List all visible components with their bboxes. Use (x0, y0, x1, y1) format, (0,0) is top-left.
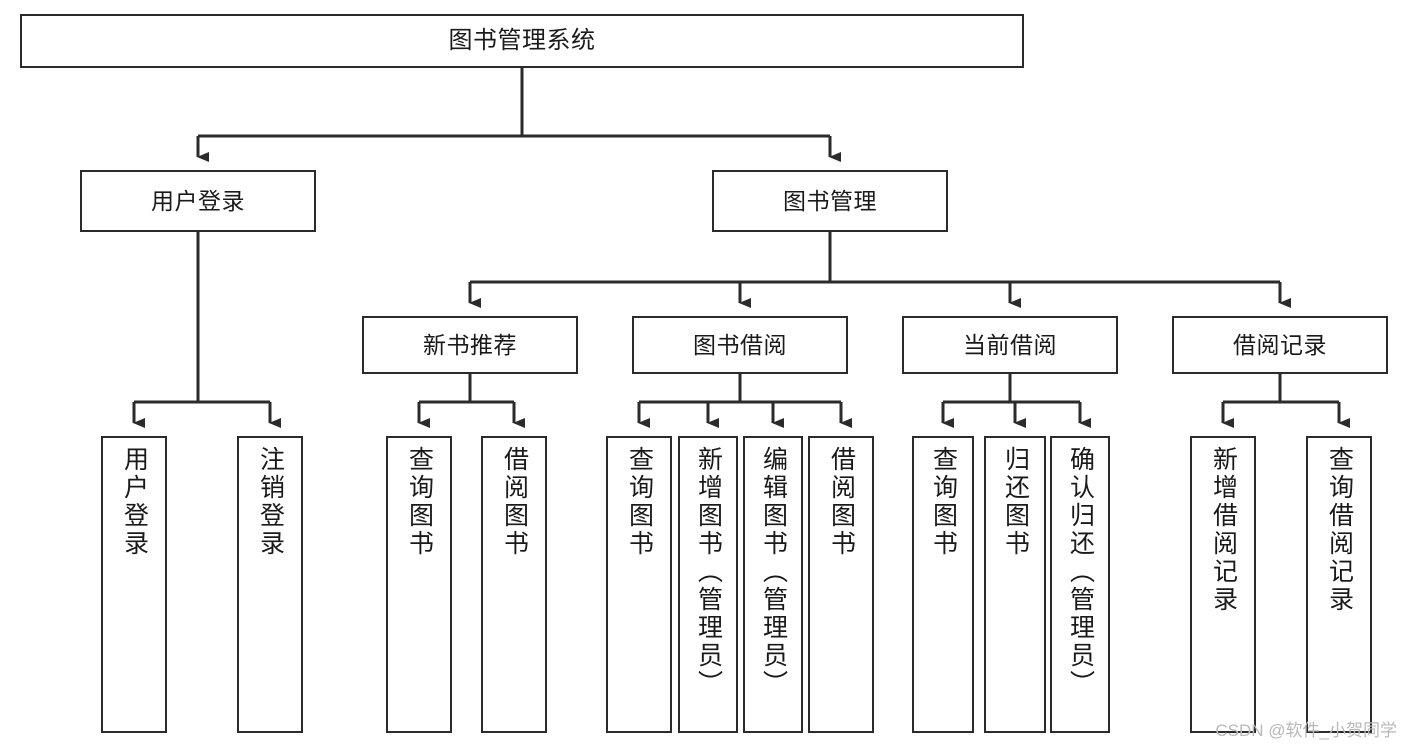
node-label: 图书借阅 (693, 331, 787, 358)
node-label: 查询图书 (405, 446, 434, 558)
node-label: 借阅图书 (500, 446, 529, 558)
node-label: 用户登录 (151, 187, 245, 214)
node-label: 查询图书 (625, 446, 654, 558)
node-leaf-rec-add[interactable]: 新增借阅记录 (1190, 436, 1256, 733)
node-current[interactable]: 当前借阅 (902, 316, 1118, 374)
node-label: 归还图书 (1001, 446, 1030, 558)
node-leaf-cur-confirm[interactable]: 确认归还（管理员） (1050, 436, 1110, 733)
node-label: 查询借阅记录 (1325, 446, 1354, 614)
watermark: CSDN @软件_小贺同学 (1215, 721, 1397, 740)
node-bookmgmt[interactable]: 图书管理 (712, 170, 948, 232)
node-label: 图书管理 (783, 187, 877, 214)
node-label: 借阅图书 (827, 446, 856, 558)
node-leaf-nb-borrow[interactable]: 借阅图书 (481, 436, 547, 733)
node-leaf-bk-query[interactable]: 查询图书 (606, 436, 672, 733)
node-leaf-bk-borrow[interactable]: 借阅图书 (808, 436, 874, 733)
node-label: 编辑图书（管理员） (759, 446, 788, 698)
node-newbook[interactable]: 新书推荐 (362, 316, 578, 374)
node-label: 查询图书 (929, 446, 958, 558)
node-leaf-bk-add[interactable]: 新增图书（管理员） (678, 436, 738, 733)
node-leaf-bk-edit[interactable]: 编辑图书（管理员） (743, 436, 803, 733)
node-leaf-cur-return[interactable]: 归还图书 (984, 436, 1046, 733)
node-label: 新增图书（管理员） (694, 446, 723, 698)
node-label: 图书管理系统 (448, 27, 596, 55)
node-label: 注销登录 (256, 446, 285, 558)
node-label: 借阅记录 (1233, 331, 1327, 358)
node-leaf-user-login[interactable]: 用户登录 (101, 436, 167, 733)
node-label: 新书推荐 (423, 331, 517, 358)
node-leaf-rec-query[interactable]: 查询借阅记录 (1306, 436, 1372, 733)
node-record[interactable]: 借阅记录 (1172, 316, 1388, 374)
node-leaf-user-logout[interactable]: 注销登录 (237, 436, 303, 733)
node-label: 确认归还（管理员） (1066, 446, 1095, 698)
node-label: 当前借阅 (963, 331, 1057, 358)
node-label: 新增借阅记录 (1209, 446, 1238, 614)
node-label: 用户登录 (120, 446, 149, 558)
node-borrow[interactable]: 图书借阅 (632, 316, 848, 374)
node-leaf-nb-query[interactable]: 查询图书 (386, 436, 452, 733)
node-root[interactable]: 图书管理系统 (20, 14, 1024, 68)
node-leaf-cur-query[interactable]: 查询图书 (912, 436, 974, 733)
node-login[interactable]: 用户登录 (80, 170, 316, 232)
